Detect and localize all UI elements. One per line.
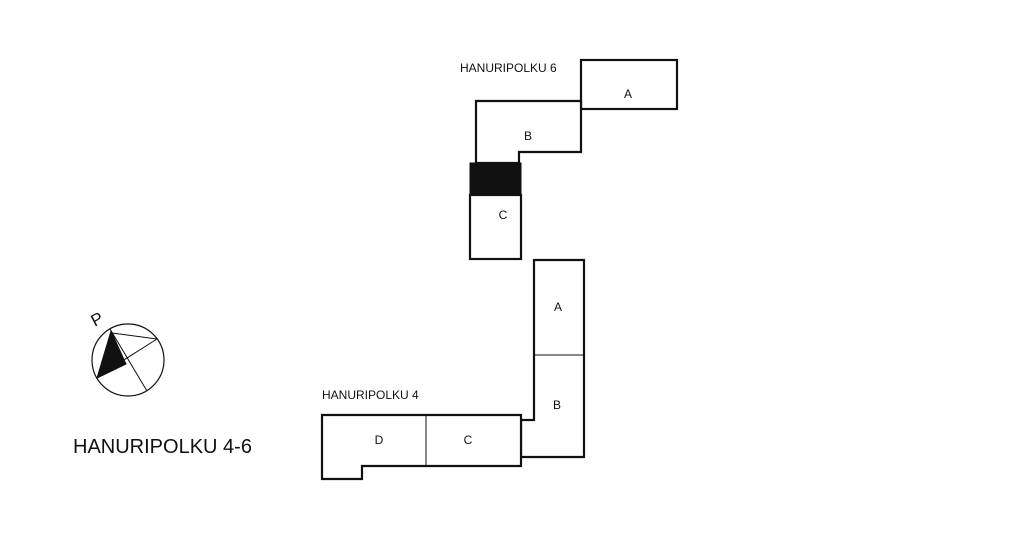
stair-label-a-hanuripolku-6: A: [624, 87, 632, 101]
stair-label-a-hanuripolku-4: A: [554, 300, 562, 314]
compass-line-1: [109, 328, 148, 392]
stair-a-hanuripolku-6: [579, 58, 679, 111]
street-label-hanuripolku-6: HANURIPOLKU 6: [460, 61, 557, 75]
dark-block-hanuripolku-6: [469, 162, 522, 196]
building-hanuripolku-6: HANURIPOLKU 6 A B C: [460, 58, 679, 261]
plan-title: HANURIPOLKU 4-6: [73, 436, 252, 458]
stair-c-hanuripolku-6: [468, 193, 523, 261]
wing-horizontal-hanuripolku-4: [320, 413, 523, 481]
wing-vertical-hanuripolku-4: [519, 258, 586, 459]
north-label: P: [88, 308, 107, 330]
compass: P: [88, 308, 165, 397]
stair-label-c-hanuripolku-6: C: [499, 208, 508, 222]
north-arrow-icon: [96, 329, 127, 379]
stair-label-d-hanuripolku-4: D: [375, 433, 384, 447]
compass-line-2: [111, 332, 158, 340]
building-hanuripolku-4: HANURIPOLKU 4 A B D C: [320, 258, 586, 481]
stair-label-b-hanuripolku-6: B: [524, 129, 532, 143]
stair-label-b-hanuripolku-4: B: [553, 398, 561, 412]
street-label-hanuripolku-4: HANURIPOLKU 4: [322, 388, 419, 402]
stair-label-c-hanuripolku-4: C: [464, 433, 473, 447]
